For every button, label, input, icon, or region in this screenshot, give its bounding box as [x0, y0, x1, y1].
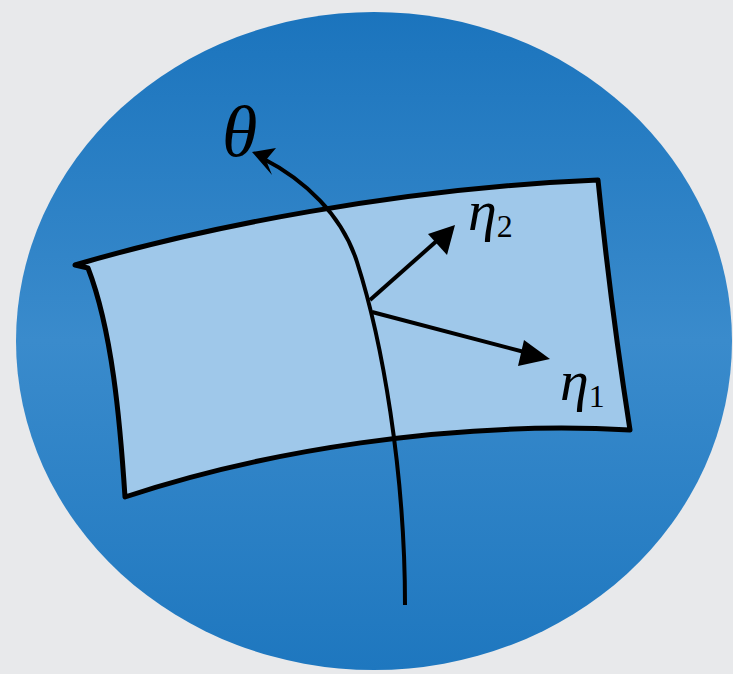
eta2-arrow: [370, 238, 440, 300]
surface-patch: [75, 180, 630, 497]
arrowhead: [428, 225, 455, 255]
theta-label: θ: [222, 96, 257, 168]
domain-ellipse: [16, 12, 732, 670]
eta2-label: η2: [468, 182, 513, 240]
theta-curve: [262, 158, 405, 605]
arrowhead: [518, 340, 550, 366]
eta1-arrow: [372, 312, 532, 354]
eta1-label: η1: [560, 352, 605, 410]
